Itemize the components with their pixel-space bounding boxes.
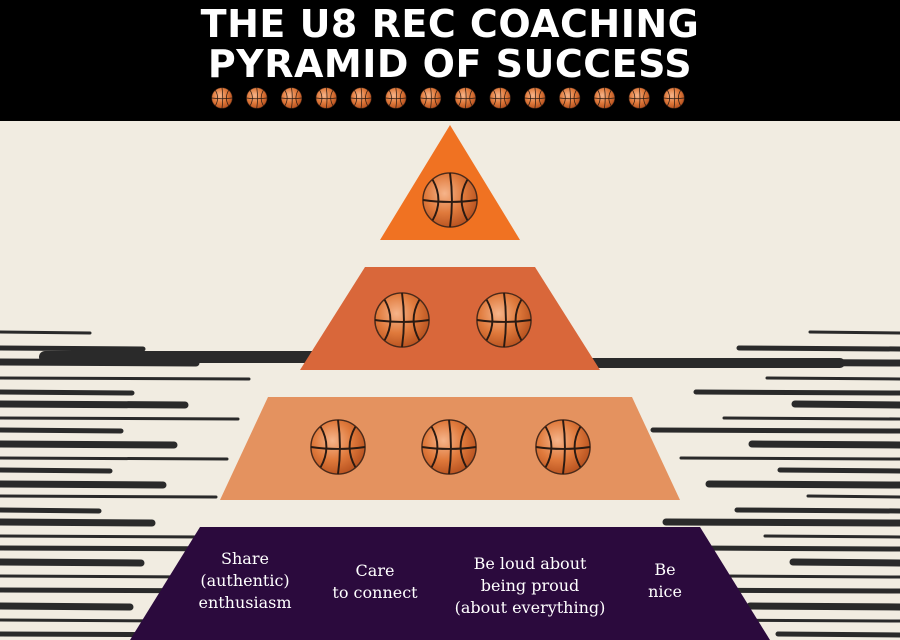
motion-streak [0,467,113,474]
basketball-icon [246,87,268,109]
basketball-icon [373,291,431,349]
base-item-be-nice: Be nice [630,559,700,603]
motion-streak [0,440,178,449]
basketball-icon [211,87,233,109]
basketball-icon [420,418,478,476]
base-item-be-loud: Be loud about being proud (about everyth… [445,553,615,619]
base-item-line: (authentic) [200,571,290,590]
motion-streak [746,602,900,611]
basketball-row [211,87,685,109]
base-item-line: Be loud about [473,554,587,573]
title-line-2: PYRAMID OF SUCCESS [207,42,693,86]
motion-streak [0,558,145,567]
page-title: THE U8 REC COACHING PYRAMID OF SUCCESS [0,4,900,84]
motion-streak [789,558,900,567]
base-item-line: Care [355,561,395,580]
motion-streak [0,574,196,579]
motion-streak [775,631,900,638]
motion-streak [777,467,900,474]
motion-streak [662,518,900,527]
title-line-1: THE U8 REC COACHING [200,2,700,46]
base-item-line: Be [654,560,676,579]
base-item-line: (about everything) [454,598,606,617]
motion-streak [0,518,156,527]
basketball-icon [559,87,581,109]
motion-streak [736,345,900,352]
motion-streak [0,400,189,409]
basketball-icon [628,87,650,109]
motion-streak [650,427,900,434]
basketball-icon [534,418,592,476]
motion-streak [734,507,900,514]
motion-streak [808,330,900,335]
base-item-care-to-connect: Care to connect [320,560,430,604]
base-item-line: enthusiasm [198,593,292,612]
base-item-line: Share [221,549,269,568]
basketball-icon [524,87,546,109]
basketball-icon [421,171,479,229]
motion-streak [0,330,92,335]
motion-streak [763,534,900,539]
motion-streak [0,456,229,461]
motion-streak [679,456,900,461]
motion-streak [0,602,134,611]
motion-streak [720,574,900,579]
motion-streak [0,389,135,396]
pyramid-second-tier [300,267,600,370]
base-item-line: being proud [480,576,580,595]
motion-streak [0,416,240,421]
basketball-icon [309,418,367,476]
motion-streak [0,507,102,514]
motion-streak [691,545,900,552]
basketball-icon [489,87,511,109]
basketball-icon [593,87,616,109]
motion-streak [748,440,900,449]
motion-streak [0,480,167,489]
motion-streak [0,494,218,499]
motion-streak [722,416,900,421]
basketball-icon [419,87,442,109]
basketball-icon [454,87,477,109]
motion-streak [0,427,124,434]
motion-streak [0,376,251,381]
motion-streak [791,400,900,409]
motion-streak [693,389,900,396]
basketball-icon [350,87,372,109]
basketball-icon [475,291,533,349]
basketball-icon [663,87,685,109]
basketball-icon [280,87,303,109]
motion-streak [705,480,900,489]
base-item-line: to connect [332,583,418,602]
basketball-icon [385,87,407,109]
basketball-icon [315,87,337,109]
motion-streak [0,345,146,352]
header-banner: THE U8 REC COACHING PYRAMID OF SUCCESS [0,0,900,121]
motion-streak [0,534,207,539]
motion-streak [806,494,900,499]
base-item-line: nice [648,582,682,601]
pyramid-base-tier [130,527,770,640]
motion-streak [765,376,900,381]
base-item-share-enthusiasm: Share (authentic) enthusiasm [190,548,300,614]
